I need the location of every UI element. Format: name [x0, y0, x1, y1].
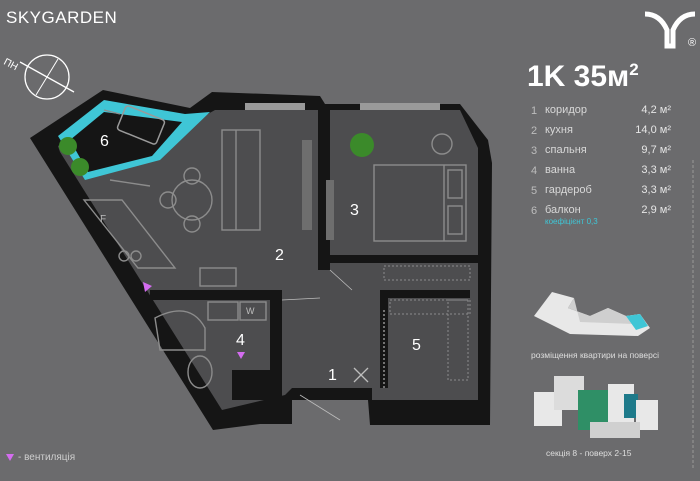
balcony-coefficient: коефіцієнт 0,3 — [545, 217, 598, 226]
room-number-3: 3 — [350, 202, 359, 219]
washer-label: W — [246, 306, 255, 316]
plant-icon — [59, 137, 77, 155]
registered-mark: ® — [688, 37, 696, 49]
ventilation-marker-icon — [6, 453, 14, 461]
plant-icon — [350, 133, 374, 157]
floor-position-caption: розміщення квартири на поверсі — [531, 350, 659, 360]
vent-x-icon — [353, 367, 369, 383]
ventilation-marker-icon — [237, 352, 245, 359]
floor-plan: ПН F — [2, 54, 492, 430]
side-disclaimer-lines — [692, 160, 694, 470]
room-number-1: 1 — [328, 367, 337, 384]
brand-logo-text: SKYGARDEN — [6, 8, 118, 27]
ventilation-marker-icon — [143, 282, 152, 292]
room-number-4: 4 — [236, 332, 245, 349]
brand-logo-icon: ® — [644, 11, 696, 49]
apartment-title: 1K 35м2 — [527, 60, 639, 93]
room-number-5: 5 — [412, 337, 421, 354]
section-caption: секція 8 - поверх 2-15 — [546, 448, 632, 458]
section-map — [534, 376, 658, 438]
floor-position-map — [534, 292, 650, 336]
room-number-2: 2 — [275, 247, 284, 264]
compass-icon: ПН — [2, 54, 75, 100]
plant-icon — [71, 158, 89, 176]
ventilation-legend: - вентиляція — [6, 452, 75, 463]
room-number-6: 6 — [100, 133, 109, 150]
fridge-label: F — [100, 214, 106, 225]
compass-north-label: ПН — [2, 57, 20, 73]
